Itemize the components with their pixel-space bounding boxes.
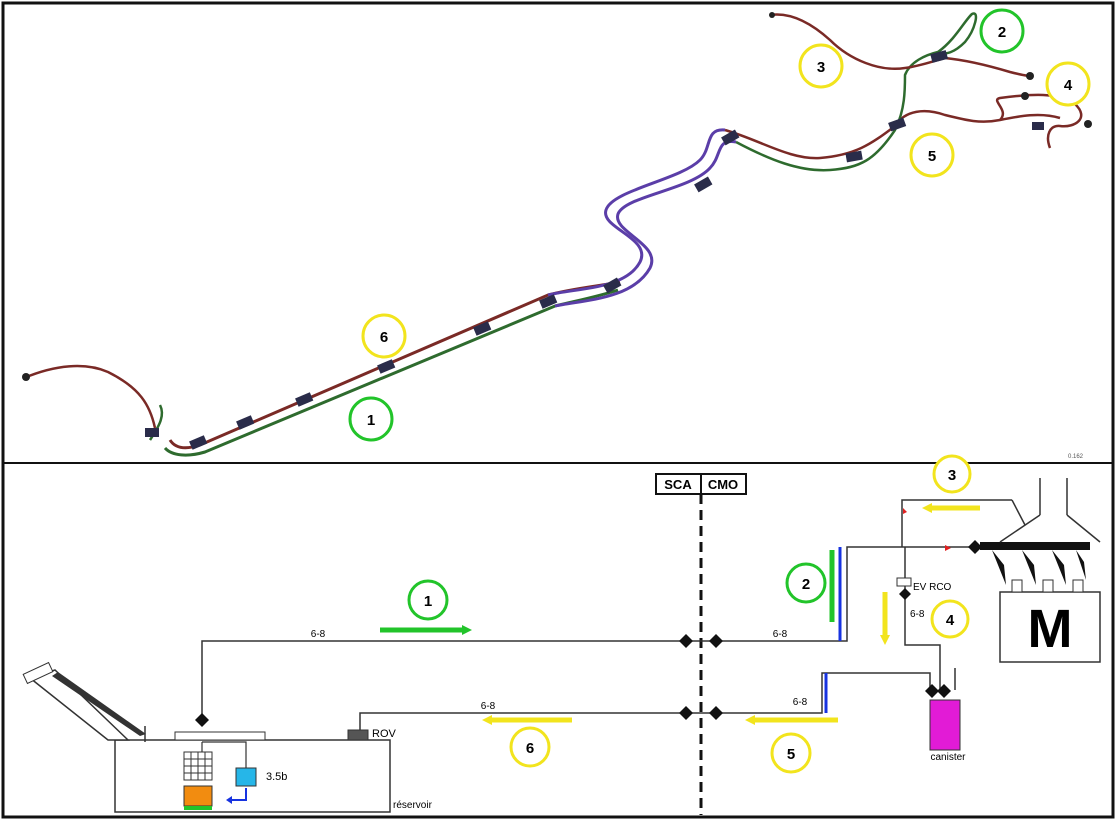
svg-text:6: 6: [526, 740, 534, 757]
callout-top-6: 6: [361, 313, 407, 359]
line-supply: [201, 546, 1000, 718]
svg-text:5: 5: [928, 148, 936, 165]
svg-text:4: 4: [1064, 77, 1073, 94]
svg-text:2: 2: [802, 576, 810, 593]
svg-text:2: 2: [998, 24, 1006, 41]
callout-top-2: 2: [979, 8, 1025, 54]
canister-box: [929, 699, 961, 751]
pipe-branch-3: [769, 13, 1031, 78]
pipe-routing-view: 0.162 1 2 3 4 5 6: [22, 8, 1092, 460]
svg-text:5: 5: [787, 746, 795, 763]
svg-text:1: 1: [367, 412, 375, 429]
svg-text:3: 3: [817, 59, 825, 76]
line-3-tail: [1011, 499, 1026, 526]
pipe-purple-b: [554, 139, 737, 308]
callout-top-5: 5: [909, 132, 955, 178]
boundary-cmo-label: CMO: [708, 477, 738, 492]
size-label-lower-right: 6-8: [793, 697, 808, 708]
schematic-view: SCA CMO 6-8 6-8 6-8 6-8: [22, 454, 1101, 815]
ev-rco-label: EV RCO: [913, 582, 952, 593]
pipe-left-tail: [23, 364, 157, 429]
size-label-lower-left: 6-8: [481, 701, 496, 712]
fuel-pump: [183, 785, 213, 807]
engine-label: M: [1028, 599, 1073, 659]
boundary-sca-label: SCA: [664, 477, 692, 492]
size-label-vertical: 6-8: [910, 609, 925, 620]
svg-text:1: 1: [424, 593, 432, 610]
line-purge: [359, 672, 931, 730]
reservoir-label: réservoir: [393, 800, 433, 811]
callout-schem-1: 1: [407, 579, 449, 621]
svg-text:3: 3: [948, 467, 956, 484]
callout-top-4: 4: [1045, 61, 1091, 107]
connector-end: [22, 373, 30, 381]
pipe-loop-green: [937, 12, 978, 55]
connector-end: [769, 12, 775, 18]
pipe-purple-a: [547, 128, 726, 297]
pressure-label: 3.5b: [266, 771, 287, 783]
scale-text: 0.162: [1068, 454, 1084, 460]
callout-schem-6: 6: [509, 726, 551, 768]
reservoir-assembly: [22, 661, 391, 813]
connectors: [195, 540, 982, 727]
size-label-upper-left: 6-8: [311, 629, 326, 640]
pipe-clips: [145, 50, 1044, 450]
svg-text:6: 6: [380, 329, 388, 346]
line-ev-rco: [904, 547, 941, 690]
boundary-cmo-box: [700, 473, 747, 495]
connector-end: [1021, 92, 1029, 100]
callout-schem-5: 5: [770, 732, 812, 774]
callout-top-1: 1: [348, 396, 394, 442]
size-label-upper-right: 6-8: [773, 629, 788, 640]
connector-end: [1026, 72, 1034, 80]
callout-schem-4: 4: [930, 599, 970, 639]
engine-block: M: [903, 478, 1101, 663]
connector-end: [1084, 120, 1092, 128]
ev-rco-valve: [896, 577, 912, 587]
flow-arrows: [380, 503, 980, 725]
line-return-3: [901, 499, 1012, 547]
svg-text:4: 4: [946, 612, 955, 629]
rov-valve: [347, 729, 369, 741]
pressure-regulator: [235, 767, 257, 787]
rov-label: ROV: [372, 728, 397, 740]
callout-top-3: 3: [798, 43, 844, 89]
canister-label: canister: [930, 752, 966, 763]
callout-schem-3: 3: [932, 454, 972, 494]
callout-schem-2: 2: [785, 562, 827, 604]
